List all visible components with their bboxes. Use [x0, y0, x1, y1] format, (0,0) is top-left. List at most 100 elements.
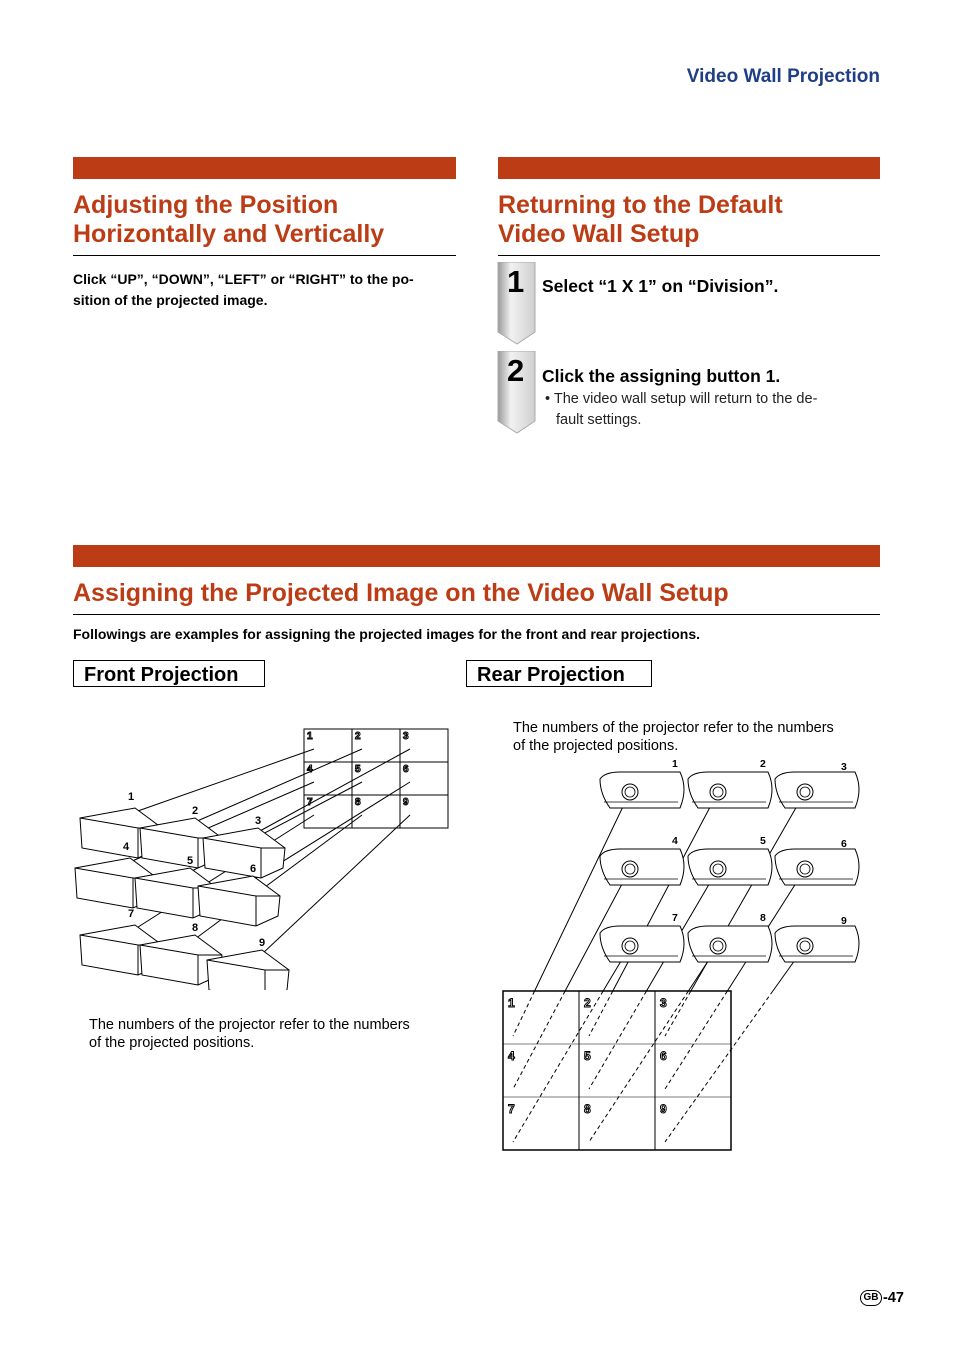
front-grid-number: 9: [403, 797, 409, 808]
rear-beam-dashed: [588, 990, 614, 1037]
rear-projector: 7: [599, 912, 685, 963]
rear-grid-number: 4: [508, 1049, 515, 1063]
step-2-number: 2: [507, 353, 525, 388]
step-1-number: 1: [507, 264, 525, 299]
rear-grid-number: 9: [660, 1102, 667, 1116]
rear-projector: 4: [599, 835, 685, 886]
front-projector-number: 5: [187, 855, 193, 867]
section-title-adjust-line1: Adjusting the Position: [73, 191, 339, 219]
front-caption: The numbers of the projector refer to th…: [89, 1016, 459, 1052]
section-title-assign: Assigning the Projected Image on the Vid…: [73, 579, 729, 607]
step-2-title: Click the assigning button 1.: [542, 366, 781, 386]
front-projector-number: 3: [255, 815, 261, 827]
front-projector: 3: [202, 815, 286, 879]
rear-screen-grid: [502, 990, 732, 1151]
rear-projector: 1: [599, 758, 685, 809]
rear-beam-line: [534, 791, 631, 992]
section-title-adjust: Adjusting the Position Horizontally and …: [73, 191, 463, 249]
rear-projector-number: 8: [760, 912, 766, 924]
rear-projector-number: 3: [841, 761, 847, 773]
step-2-note-line2: fault settings.: [556, 412, 642, 428]
front-projector: 2: [139, 805, 223, 869]
front-projection-label: Front Projection: [73, 660, 265, 687]
rear-projector: 3: [774, 761, 860, 809]
section-rule-default: [498, 255, 880, 256]
rear-projector-number: 9: [841, 915, 847, 927]
section-rule-adjust: [73, 255, 456, 256]
rear-projection-label: Rear Projection: [466, 660, 652, 687]
front-grid-number: 2: [355, 731, 361, 742]
rear-beam-line: [564, 868, 631, 992]
page-header-title: Video Wall Projection: [686, 66, 880, 87]
rear-projector-number: 6: [841, 838, 847, 850]
rear-caption: The numbers of the projector refer to th…: [513, 719, 883, 755]
step-2-note: • The video wall setup will return to th…: [545, 389, 880, 431]
rear-caption-line2: of the projected positions.: [513, 738, 679, 754]
section-bar-adjust: [73, 157, 456, 179]
front-grid-number: 1: [307, 731, 313, 742]
front-projector: 8: [139, 922, 223, 986]
step-2-note-line1: • The video wall setup will return to th…: [545, 391, 818, 407]
rear-beam-dashed: [512, 990, 566, 1090]
rear-beam-dashed: [664, 990, 774, 1143]
rear-projector-number: 5: [760, 835, 766, 847]
rear-projector: 5: [687, 835, 773, 886]
rear-grid-number: 2: [584, 996, 591, 1010]
front-projector: 6: [197, 863, 281, 927]
front-caption-line2: of the projected positions.: [89, 1035, 255, 1051]
front-beam-line: [134, 748, 315, 813]
rear-projector-number: 7: [672, 912, 678, 924]
front-screen-grid: [303, 728, 449, 829]
rear-beam-dashed: [588, 990, 689, 1143]
front-beam-line: [194, 814, 363, 940]
step-2-tab: [497, 351, 536, 434]
rear-grid-number: 6: [660, 1049, 667, 1063]
front-projector-number: 9: [259, 937, 265, 949]
rear-projector: 2: [687, 758, 773, 809]
rear-beam-dashed: [664, 990, 692, 1037]
rear-beam-dashed: [664, 990, 728, 1090]
front-projector-number: 2: [192, 805, 198, 817]
front-projector-number: 6: [250, 863, 256, 875]
front-projector: 9: [206, 937, 290, 990]
rear-grid-number: 5: [584, 1049, 591, 1063]
rear-projector-number: 4: [672, 835, 678, 847]
front-grid-number: 8: [355, 797, 361, 808]
section-bar-assign: [73, 545, 880, 567]
rear-caption-line1: The numbers of the projector refer to th…: [513, 720, 834, 736]
rear-projector: 9: [774, 915, 860, 963]
section-title-default-line2: Video Wall Setup: [498, 220, 700, 248]
section-title-adjust-line2: Horizontally and Vertically: [73, 220, 385, 248]
rear-projector-number: 2: [760, 758, 766, 770]
region-badge: GB: [860, 1290, 883, 1307]
front-grid-number: 7: [307, 797, 313, 808]
rear-projector: 6: [774, 838, 860, 886]
front-projector-number: 4: [123, 841, 130, 853]
rear-grid-number: 8: [584, 1102, 591, 1116]
front-beam-line: [194, 748, 363, 823]
front-projector-number: 7: [128, 908, 134, 920]
rear-beam-dashed: [588, 990, 647, 1090]
page-number-text: -47: [883, 1290, 904, 1306]
assign-intro: Followings are examples for assigning th…: [73, 626, 701, 642]
front-grid-number: 6: [403, 764, 409, 775]
section-title-default: Returning to the Default Video Wall Setu…: [498, 191, 880, 249]
rear-grid-number: 3: [660, 996, 667, 1010]
section-bar-default: [498, 157, 880, 179]
step-1-title: Select “1 X 1” on “Division”.: [542, 276, 779, 296]
rear-projector-number: 1: [672, 758, 678, 770]
rear-beam-dashed: [512, 990, 604, 1143]
front-grid-number: 5: [355, 764, 361, 775]
step-1-tab: [497, 262, 536, 345]
adjust-body: Click “UP”, “DOWN”, “LEFT” or “RIGHT” to…: [73, 269, 463, 311]
page-number: GB-47: [860, 1290, 904, 1307]
section-rule-assign: [73, 614, 880, 615]
front-projector-number: 1: [128, 791, 134, 803]
rear-beam-dashed: [512, 990, 536, 1037]
front-beam-line: [261, 814, 411, 955]
rear-beam-line: [646, 868, 719, 992]
adjust-body-line1: Click “UP”, “DOWN”, “LEFT” or “RIGHT” to…: [73, 271, 414, 287]
rear-grid-number: 7: [508, 1102, 515, 1116]
